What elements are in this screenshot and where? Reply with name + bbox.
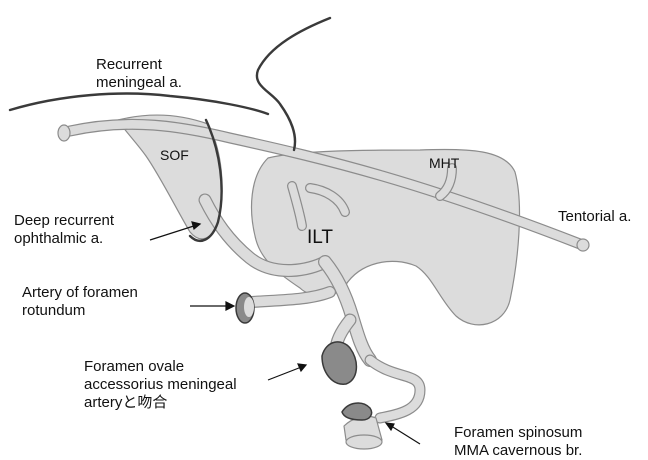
mht-label: MHT — [429, 154, 459, 172]
recurrent-meningeal-label: Recurrent meningeal a. — [96, 56, 182, 92]
artery-foramen-rotundum-label: Artery of foramen rotundum — [22, 284, 138, 320]
foramen-ovale-accessorius-label: Foramen ovale accessorius meningeal arte… — [84, 358, 237, 412]
ilt-label: ILT — [307, 229, 333, 247]
ovale-foramen — [322, 342, 356, 384]
meningeal-outline — [257, 18, 330, 150]
sof-label: SOF — [160, 146, 189, 164]
skull-base-outline — [10, 94, 268, 114]
deep-recurrent-ophthalmic-label: Deep recurrent ophthalmic a. — [14, 212, 114, 248]
ovale-pointer — [268, 366, 304, 380]
spinosum-cylinder-cap — [346, 435, 382, 449]
tentorial-tip — [577, 239, 589, 251]
tentorial-label: Tentorial a. — [558, 208, 631, 226]
spinosum-arrowhead — [386, 423, 394, 430]
spinosum-foramen — [342, 403, 372, 420]
ovale-arrowhead — [298, 364, 306, 371]
rotundum-foramen-inner — [244, 297, 254, 317]
rotundum-arrowhead — [226, 302, 234, 310]
foramen-spinosum-label: Foramen spinosum MMA cavernous br. — [454, 424, 582, 460]
recurrent-tip — [58, 125, 70, 141]
